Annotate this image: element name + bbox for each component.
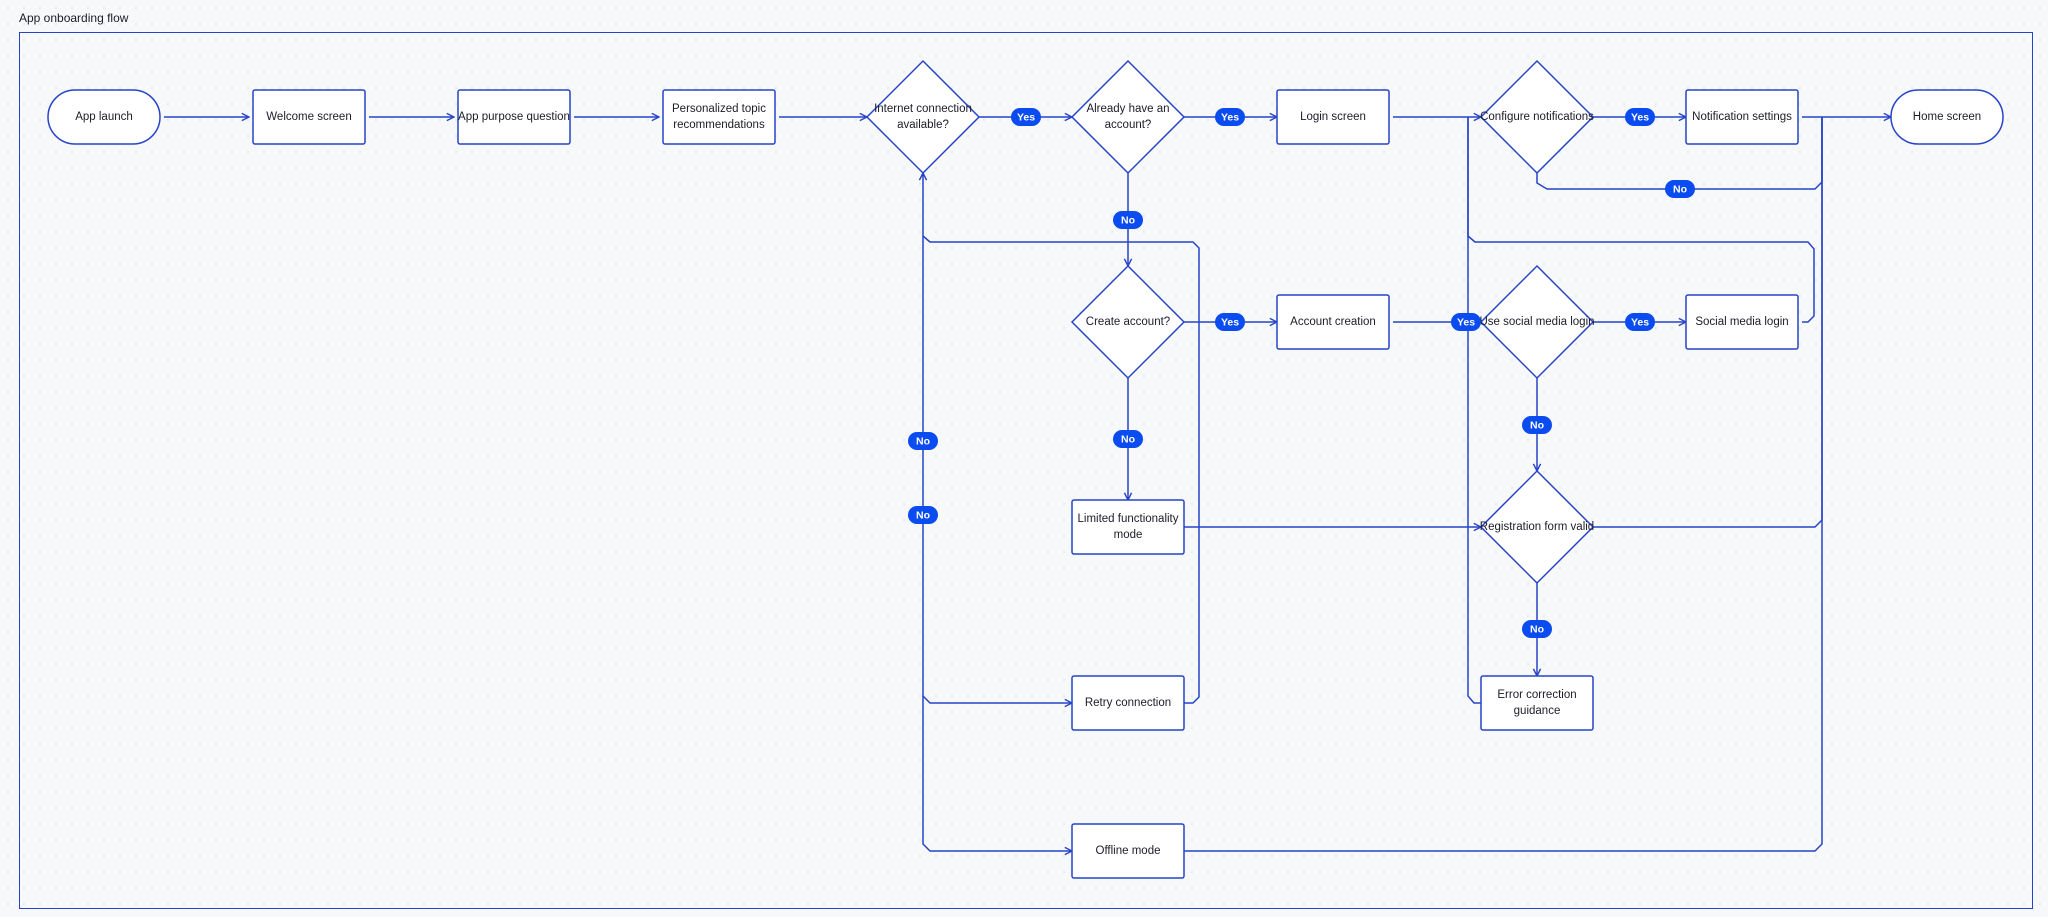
- connector: [923, 173, 1200, 704]
- edge-label-text: No: [916, 435, 930, 447]
- node-internet[interactable]: Internet connection available?: [865, 59, 981, 175]
- node-label: guidance: [1514, 705, 1561, 717]
- edge-label-yes: Yes: [1625, 108, 1655, 126]
- edge-label-no: No: [1665, 180, 1695, 198]
- edge-label-text: No: [1530, 419, 1544, 431]
- node-label: mode: [1114, 529, 1143, 541]
- node-welcome[interactable]: Welcome screen: [252, 89, 366, 145]
- node-label: Account creation: [1290, 316, 1376, 328]
- node-topics[interactable]: Personalized topic recommendations: [662, 89, 776, 145]
- edge-label-no: No: [1113, 211, 1143, 229]
- connector: [922, 696, 1072, 851]
- edge-label-text: Yes: [1017, 111, 1035, 123]
- node-label: Configure notifications: [1480, 111, 1594, 123]
- edge-label-no: No: [1113, 430, 1143, 448]
- node-create-account[interactable]: Create account?: [1070, 264, 1186, 380]
- edge-label-no: No: [908, 506, 938, 524]
- node-retry[interactable]: Retry connection: [1071, 675, 1185, 731]
- node-label: account?: [1105, 119, 1152, 131]
- node-label: Welcome screen: [266, 111, 351, 123]
- edge-label-text: Yes: [1631, 316, 1649, 328]
- node-offline[interactable]: Offline mode: [1071, 823, 1185, 879]
- connector: [1467, 117, 1815, 323]
- connector: [922, 236, 1072, 703]
- edge-label-text: No: [1121, 214, 1135, 226]
- edge-label-text: Yes: [1457, 316, 1475, 328]
- edge-label-no: No: [1522, 620, 1552, 638]
- node-label: recommendations: [673, 119, 765, 131]
- node-home[interactable]: Home screen: [1890, 89, 2004, 145]
- node-limited[interactable]: Limited functionality mode: [1071, 499, 1185, 555]
- frame-border: [19, 32, 2033, 909]
- nodes: App launch Welcome screen App purpose ques…: [47, 59, 2004, 879]
- node-label: Registration form valid: [1480, 521, 1594, 533]
- node-label: Social media login: [1695, 316, 1788, 328]
- edge-label-yes: Yes: [1451, 313, 1481, 331]
- node-error-guidance[interactable]: Error correction guidance: [1480, 675, 1594, 731]
- node-account-creation[interactable]: Account creation: [1276, 294, 1390, 350]
- edge-label-no: No: [1522, 416, 1552, 434]
- edge-label-yes: Yes: [1215, 108, 1245, 126]
- node-label: Internet connection: [874, 103, 972, 115]
- node-app-launch[interactable]: App launch: [47, 89, 161, 145]
- node-label: App launch: [75, 111, 133, 123]
- node-notifications-q[interactable]: Configure notifications: [1479, 59, 1594, 175]
- node-label: Create account?: [1086, 316, 1170, 328]
- node-social-login[interactable]: Social media login: [1685, 294, 1799, 350]
- node-label: Login screen: [1300, 111, 1366, 123]
- edge-label-no: No: [908, 432, 938, 450]
- node-label: Already have an: [1086, 103, 1169, 115]
- edge-label-text: Yes: [1221, 111, 1239, 123]
- edge-label-yes: Yes: [1011, 108, 1041, 126]
- node-label: Personalized topic: [672, 103, 766, 115]
- frame-title: App onboarding flow: [19, 11, 129, 25]
- edge-label-text: No: [916, 509, 930, 521]
- node-label: App purpose question: [458, 111, 570, 123]
- node-label: Use social media login: [1479, 316, 1594, 328]
- edge-label-text: Yes: [1221, 316, 1239, 328]
- node-notification-settings[interactable]: Notification settings: [1685, 89, 1799, 145]
- node-label: Notification settings: [1692, 111, 1792, 123]
- node-registration-valid[interactable]: Registration form valid: [1480, 469, 1594, 585]
- node-label: Retry connection: [1085, 697, 1171, 709]
- edge-label-yes: Yes: [1215, 313, 1245, 331]
- node-social-q[interactable]: Use social media login: [1479, 264, 1595, 380]
- edge-label-text: No: [1530, 623, 1544, 635]
- edge-label-text: No: [1673, 183, 1687, 195]
- node-purpose[interactable]: App purpose question: [457, 89, 571, 145]
- connector: [1467, 117, 1481, 704]
- node-have-account[interactable]: Already have an account?: [1070, 59, 1186, 175]
- node-label: Error correction: [1497, 689, 1576, 701]
- edge-label-yes: Yes: [1625, 313, 1655, 331]
- node-label: Offline mode: [1096, 845, 1161, 857]
- edge-label-text: Yes: [1631, 111, 1649, 123]
- node-label: Home screen: [1913, 111, 1981, 123]
- node-label: Limited functionality: [1078, 513, 1179, 525]
- connectors: [164, 117, 1891, 851]
- connector: [1184, 117, 1823, 852]
- edge-label-text: No: [1121, 433, 1135, 445]
- node-login[interactable]: Login screen: [1276, 89, 1390, 145]
- node-label: available?: [897, 119, 949, 131]
